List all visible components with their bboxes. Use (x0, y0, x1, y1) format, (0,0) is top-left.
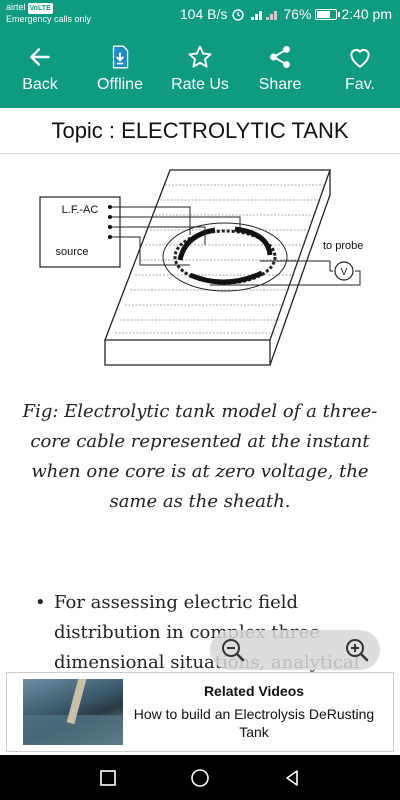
share-icon (270, 45, 290, 69)
figure-caption: Fig: Electrolytic tank model of a three-… (22, 401, 378, 512)
status-right: 104 B/s 76% 2:40 pm (180, 6, 392, 22)
zoom-controls (210, 630, 380, 670)
battery-percent: 76% (283, 6, 312, 22)
alarm-icon (232, 9, 245, 21)
toolbar: Back Offline Rate Us Share Fav. (0, 30, 400, 108)
voltmeter-label: V (341, 267, 348, 278)
home-icon[interactable] (190, 768, 210, 788)
fav-label: Fav. (345, 76, 375, 93)
volte-badge: VoLTE (27, 3, 53, 14)
carrier: airtel (6, 2, 26, 12)
net-speed: 104 B/s (179, 6, 228, 22)
related-videos-ad[interactable]: Related Videos How to build an Electroly… (6, 672, 394, 752)
clock: 2:40 pm (341, 6, 392, 22)
offline-label: Offline (97, 76, 143, 93)
emergency-text: Emergency calls only (6, 14, 92, 24)
offline-button[interactable]: Offline (80, 30, 160, 108)
arrow-left-icon (30, 48, 50, 66)
back-button[interactable]: Back (0, 30, 80, 108)
page-title: Topic : ELECTROLYTIC TANK (0, 108, 400, 154)
source-box: L.F.-AC source (39, 196, 241, 268)
download-file-icon (112, 45, 129, 69)
battery-icon (315, 8, 341, 20)
share-button[interactable]: Share (240, 30, 320, 108)
fav-button[interactable]: Fav. (320, 30, 400, 108)
ad-description[interactable]: How to build an Electrolysis DeRusting T… (133, 706, 375, 740)
rate-button[interactable]: Rate Us (160, 30, 240, 108)
source-label: source (55, 246, 88, 258)
tank-outline (104, 169, 331, 366)
system-nav-bar (0, 755, 400, 800)
ad-title: Related Videos (203, 683, 305, 699)
cable-model (162, 222, 288, 292)
star-icon (188, 45, 212, 68)
rate-label: Rate Us (171, 76, 229, 93)
recents-icon[interactable] (98, 768, 118, 788)
bullet-dot: • (35, 592, 46, 613)
signal-icon (251, 11, 278, 20)
zoom-in-icon[interactable] (344, 637, 370, 663)
back-nav-icon[interactable] (282, 768, 302, 788)
heart-icon (350, 49, 370, 68)
ad-text: Related Videos How to build an Electroly… (123, 673, 393, 751)
lfac-label: L.F.-AC (62, 204, 99, 216)
zoom-out-icon[interactable] (220, 637, 246, 663)
electrolytic-tank-figure: L.F.-AC source to probe V (39, 169, 363, 366)
share-label: Share (258, 76, 302, 93)
back-label: Back (22, 76, 58, 93)
probe-label: to probe (323, 240, 363, 252)
probe: to probe V (210, 240, 363, 286)
video-thumbnail[interactable] (23, 679, 123, 745)
tank-grid (115, 184, 325, 334)
